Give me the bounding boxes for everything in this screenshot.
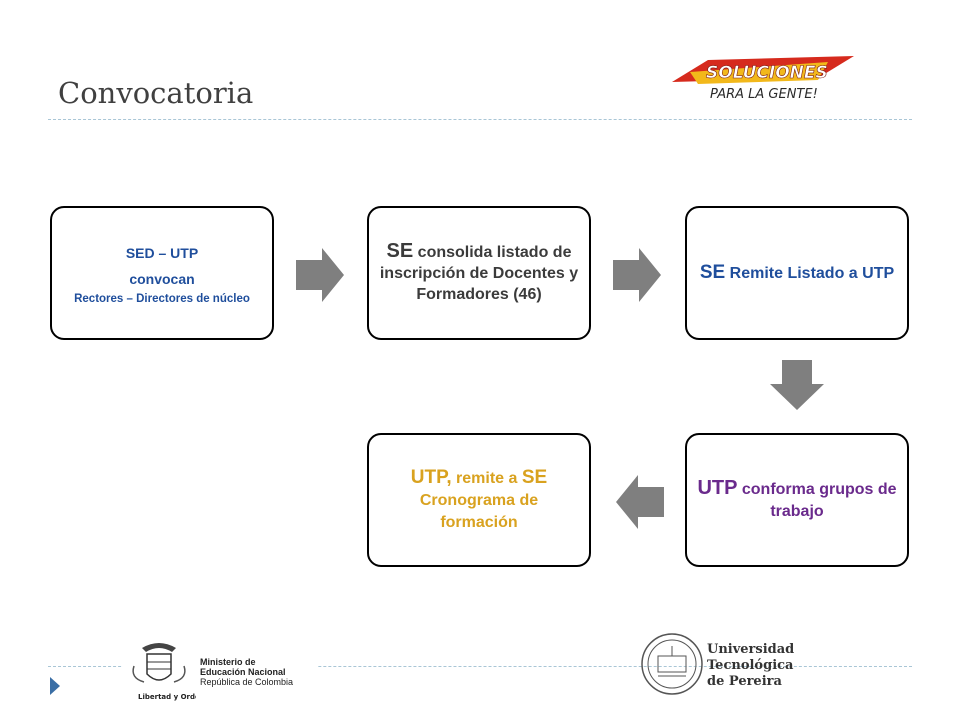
utp-seal-icon xyxy=(641,633,703,695)
top-divider xyxy=(48,119,912,120)
soluciones-logo: SOLUCIONES PARA LA GENTE! xyxy=(668,52,858,109)
step-utp-conforma: UTP conforma grupos de trabajo xyxy=(685,433,909,567)
step-2-text: SE consolida listado de inscripción de D… xyxy=(379,240,579,304)
svg-text:SOLUCIONES: SOLUCIONES xyxy=(706,63,828,83)
ministerio-logo: Libertad y Orden Ministerio de Educación… xyxy=(122,636,318,706)
step-1-detail: Rectores – Directores de núcleo xyxy=(74,293,250,305)
arrow-down-icon xyxy=(770,360,824,410)
utp-logo: Universidad Tecnológica de Pereira xyxy=(640,632,794,701)
step-se-remite: SE Remite Listado a UTP xyxy=(685,206,909,340)
step-1-verb: convocan xyxy=(129,271,195,287)
ministerio-name: Ministerio de Educación Nacional Repúbli… xyxy=(200,657,294,687)
svg-text:PARA LA GENTE!: PARA LA GENTE! xyxy=(710,87,818,102)
step-1-title: SED – UTP xyxy=(125,245,199,261)
step-5-text: UTP, remite a SE Cronograma de formación xyxy=(410,466,548,531)
arrow-right-icon xyxy=(296,248,344,302)
arrow-right-icon xyxy=(613,248,661,302)
bottom-divider xyxy=(48,666,912,667)
arrow-left-icon xyxy=(616,475,664,529)
page-title: Convocatoria xyxy=(58,76,254,110)
step-3-text: SE Remite Listado a UTP xyxy=(699,262,895,283)
slide-bullet-icon xyxy=(50,677,60,695)
colombia-coat-of-arms-icon: Libertad y Orden xyxy=(132,643,205,701)
utp-name: Universidad Tecnológica de Pereira xyxy=(707,642,795,689)
step-utp-remite: UTP, remite a SE Cronograma de formación xyxy=(367,433,591,567)
step-sed-utp-convocan: SED – UTP convocan Rectores – Directores… xyxy=(50,206,274,340)
step-se-consolida: SE consolida listado de inscripción de D… xyxy=(367,206,591,340)
step-4-text: UTP conforma grupos de trabajo xyxy=(697,477,897,520)
svg-text:Libertad y Orden: Libertad y Orden xyxy=(138,693,196,701)
